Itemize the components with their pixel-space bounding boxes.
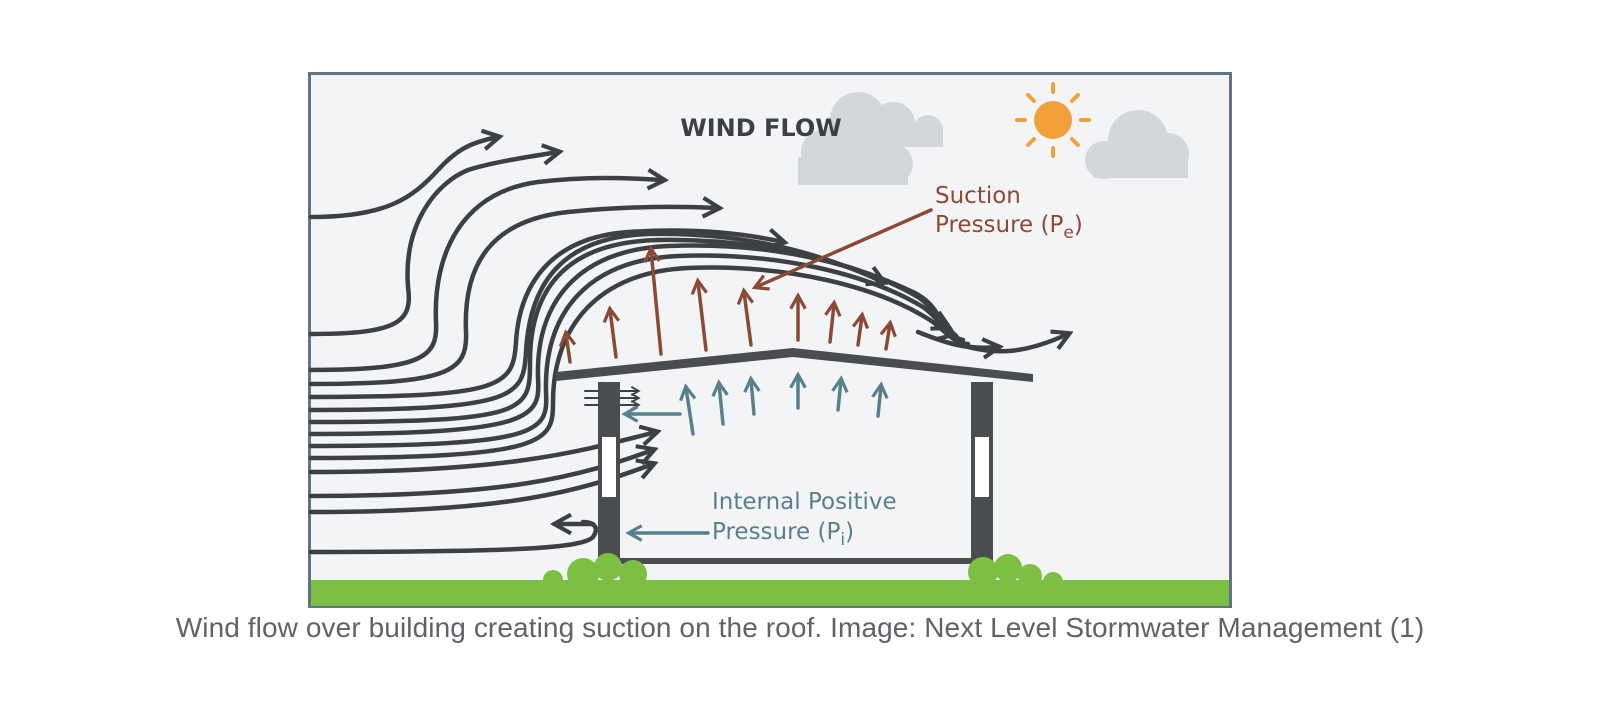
suction-arrow — [830, 304, 834, 344]
diagram-title: WIND FLOW — [680, 114, 841, 142]
internal-arrow — [719, 384, 723, 426]
internal-label-line1: Internal Positive — [712, 489, 897, 515]
roof — [556, 348, 1033, 382]
suction-arrow — [744, 292, 751, 347]
wind-line — [308, 231, 883, 413]
suction-pointer — [756, 208, 933, 287]
internal-arrow — [878, 386, 881, 418]
wind-line — [308, 137, 498, 220]
left-window — [602, 437, 616, 497]
building — [556, 348, 1033, 564]
wind-line — [308, 243, 953, 437]
internal-label: Internal Positive — [712, 489, 897, 515]
suction-arrow — [886, 324, 890, 351]
grass — [311, 553, 1229, 606]
wind-line — [308, 152, 558, 337]
sun-icon — [1015, 82, 1091, 158]
wind-line — [308, 230, 783, 400]
wind-line — [308, 265, 971, 461]
wind-line — [308, 253, 966, 449]
internal-arrow — [751, 380, 754, 416]
wind-line — [955, 334, 1068, 354]
internal-label-line2: Pressure (Pi) — [712, 519, 854, 550]
wind-line — [308, 450, 653, 499]
internal-arrow — [686, 388, 693, 436]
floor — [608, 558, 983, 564]
suction-label-line2: Pressure (Pe) — [935, 212, 1083, 243]
wind-line — [308, 432, 656, 475]
suction-arrow — [610, 310, 616, 359]
suction-label: Suction — [935, 183, 1021, 209]
suction-arrow — [698, 282, 706, 352]
figure-caption: Wind flow over building creating suction… — [175, 612, 1425, 643]
diagram-frame — [308, 72, 1232, 608]
internal-arrow — [838, 380, 841, 412]
wind-line — [308, 207, 718, 387]
suction-arrow — [566, 334, 570, 364]
wind-line — [308, 464, 653, 515]
cloud-icon — [798, 92, 943, 185]
cloud-icon — [1085, 110, 1189, 179]
suction-arrows — [566, 208, 933, 364]
wind-flow-diagram: WIND FLOW — [308, 72, 1232, 608]
right-window — [975, 437, 989, 497]
wind-line — [308, 178, 663, 373]
suction-arrow — [858, 316, 862, 347]
wind-flow-lines — [308, 137, 1068, 555]
internal-pressure-arrows — [626, 376, 881, 533]
suction-arrow — [651, 250, 663, 356]
suction-label-line1: Suction — [935, 183, 1021, 209]
